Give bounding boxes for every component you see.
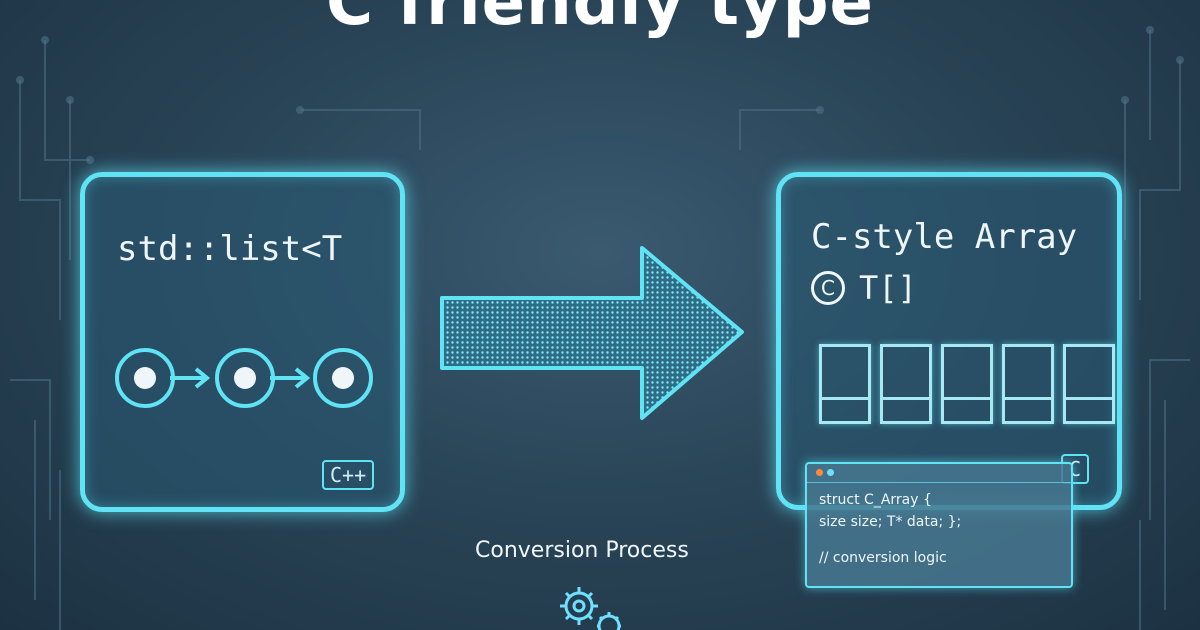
c-array-panel: C-style Array C T[] C (776, 172, 1122, 510)
target-type-title: C-style Array (811, 217, 1078, 257)
c-language-badge: C (811, 271, 845, 305)
cpp-tag: C++ (322, 460, 375, 490)
array-cell (1002, 344, 1054, 424)
code-snippet-window: struct C_Array { size size; T* data; }; … (805, 462, 1073, 588)
window-title-bar (807, 464, 1071, 483)
page-title: C friendly type (326, 0, 874, 40)
list-node (313, 348, 373, 408)
conversion-arrow (440, 246, 744, 420)
code-line: // conversion logic (819, 550, 947, 566)
list-link-arrow (270, 367, 311, 389)
linked-list-nodes (115, 348, 373, 408)
window-dot (827, 469, 834, 476)
target-type-row: C T[] (811, 269, 917, 307)
process-caption: Conversion Process (475, 538, 689, 563)
array-cell (1063, 344, 1115, 424)
array-cell (819, 344, 871, 424)
array-cell (941, 344, 993, 424)
std-list-panel: std::list<T C++ (80, 172, 405, 512)
code-line: size size; T* data; }; (819, 514, 962, 530)
gear-icon (560, 587, 621, 630)
source-type-label: std::list<T (117, 229, 343, 269)
code-line: struct C_Array { (819, 492, 932, 508)
list-link-arrow (170, 367, 211, 389)
array-cells (819, 344, 1115, 424)
window-dot (816, 469, 823, 476)
array-cell (880, 344, 932, 424)
target-type-label: T[] (859, 269, 917, 307)
